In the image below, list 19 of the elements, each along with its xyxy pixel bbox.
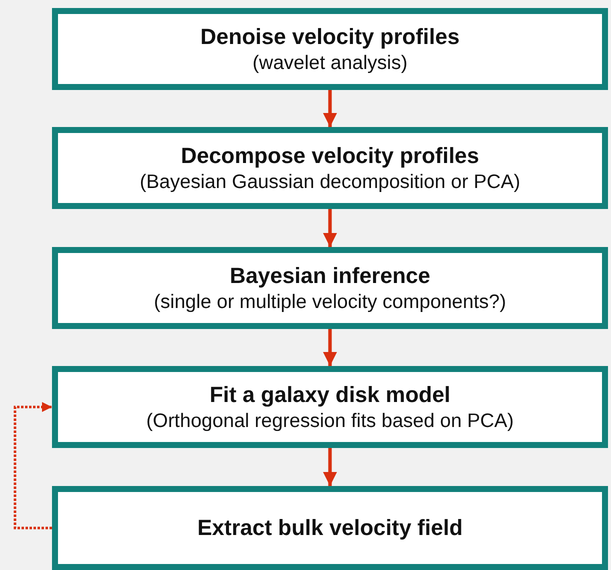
process-box: [52, 366, 608, 448]
process-box: [52, 8, 608, 90]
arrow: [323, 209, 337, 247]
step-title: Bayesian inference: [230, 262, 430, 288]
process-box: [52, 486, 608, 570]
process-box: [52, 127, 608, 209]
step-description: (wavelet analysis): [252, 52, 408, 74]
step-description: (single or multiple velocity components?): [154, 290, 506, 314]
arrow: [14, 402, 52, 530]
step-title: Fit a galaxy disk model: [210, 382, 450, 408]
process-box: [52, 247, 608, 329]
step-title: Denoise velocity profiles: [200, 24, 460, 50]
arrow: [323, 448, 337, 486]
arrow: [323, 90, 337, 127]
step-description: (Bayesian Gaussian decomposition or PCA): [140, 170, 520, 194]
step-description: (Orthogonal regression fits based on PCA): [146, 410, 514, 432]
step-title: Extract bulk velocity field: [197, 515, 463, 541]
step-title: Decompose velocity profiles: [180, 142, 480, 168]
arrow: [323, 329, 337, 366]
